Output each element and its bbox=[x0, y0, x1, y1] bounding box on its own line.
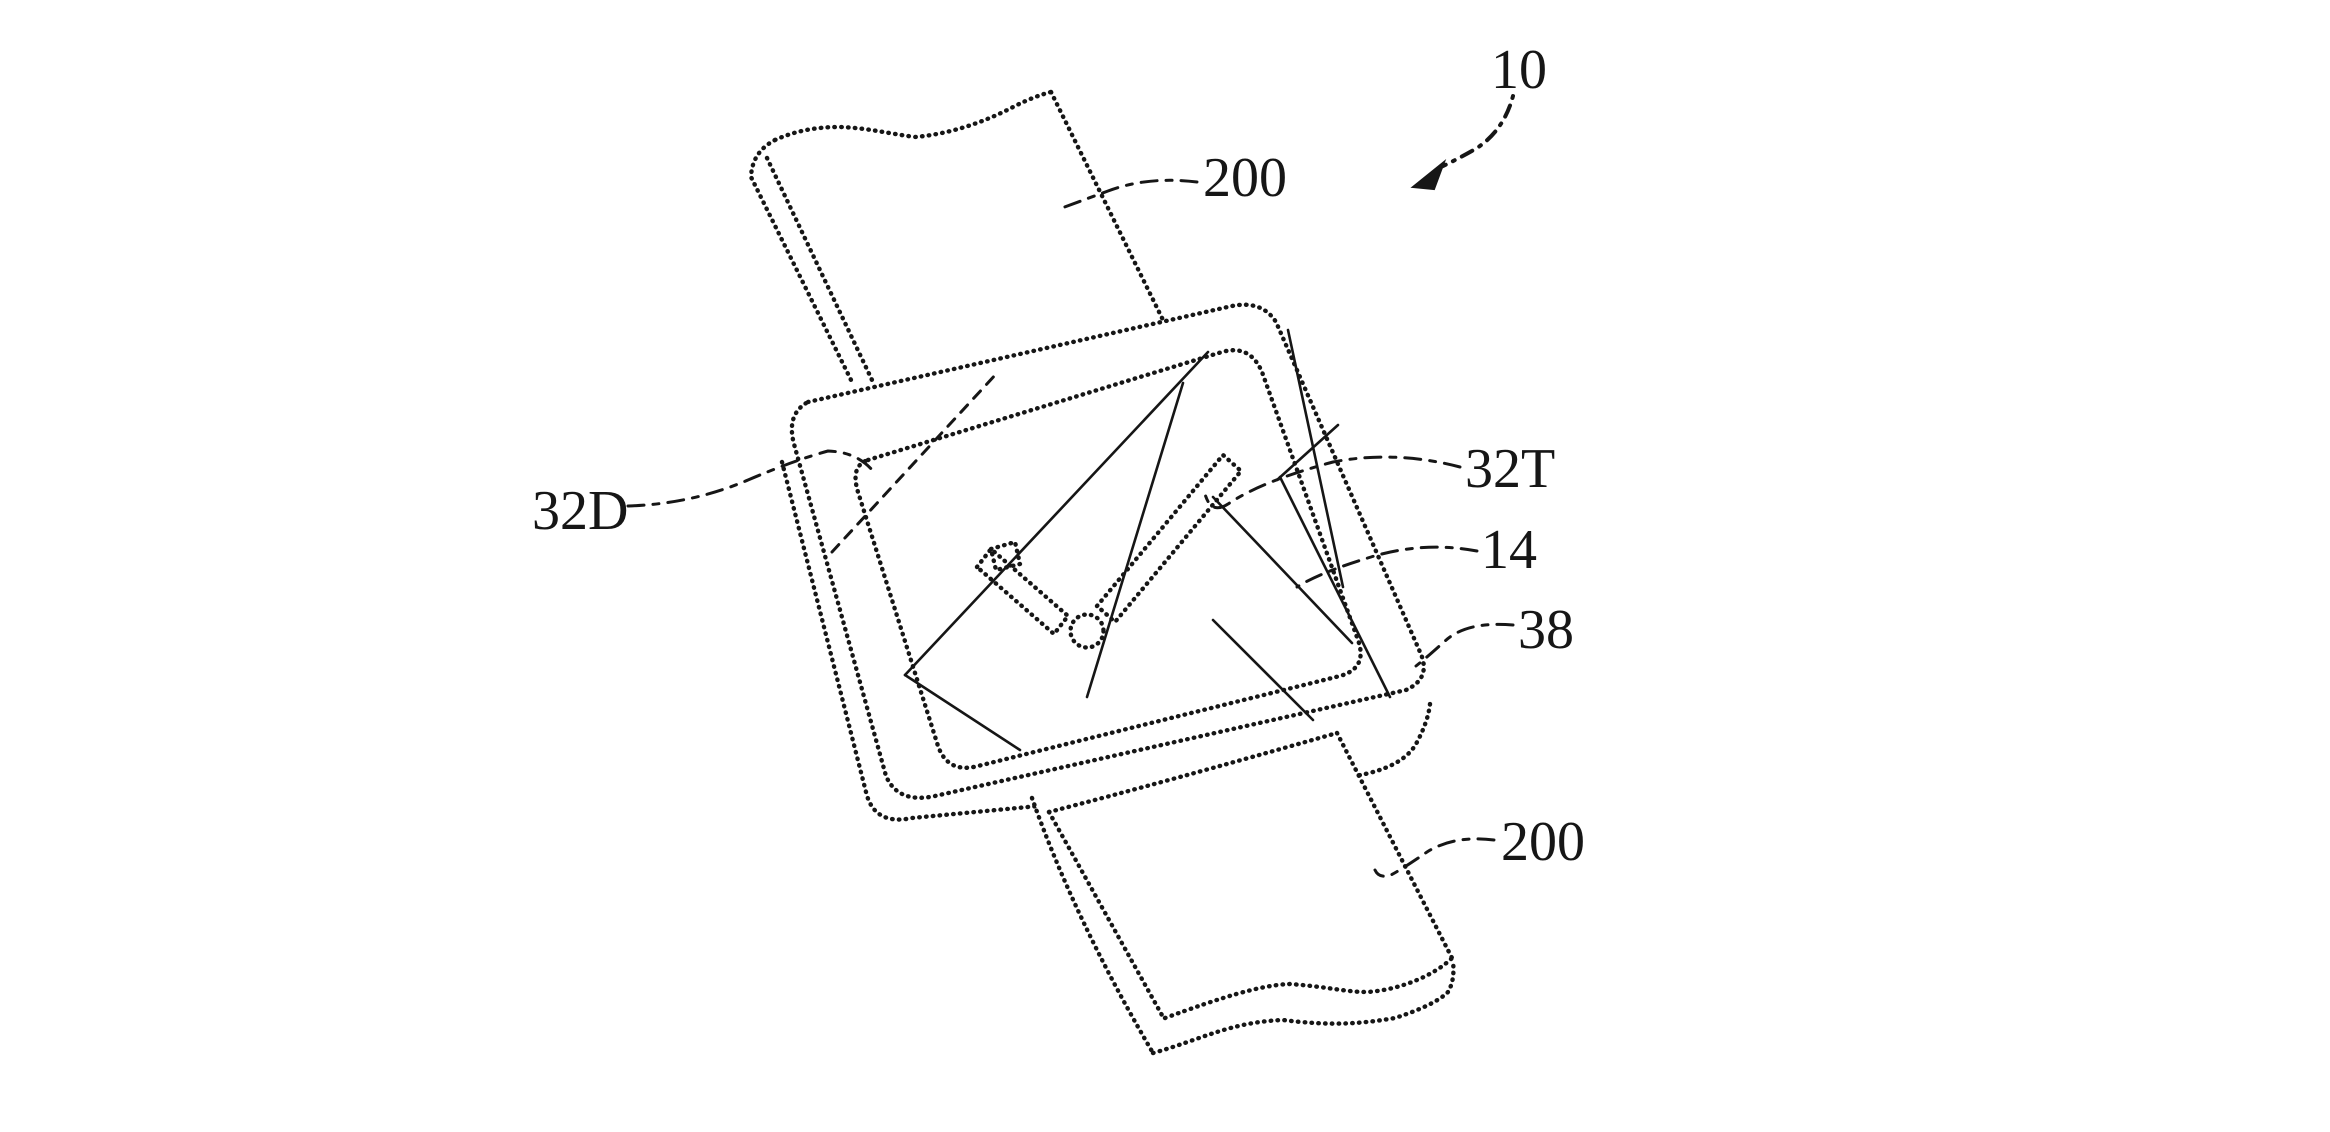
bottom-band-wavy-under-edge bbox=[1150, 959, 1456, 1056]
hour-hand-tab bbox=[988, 539, 1023, 573]
leader-line-32d bbox=[626, 449, 875, 508]
reflection-line-32t bbox=[1211, 495, 1354, 645]
leader-line-38 bbox=[1414, 622, 1515, 668]
bottom-band-right-edge bbox=[1334, 730, 1455, 961]
leader-line-200-bottom bbox=[1373, 837, 1496, 878]
minute-hand bbox=[1094, 452, 1244, 625]
reflection-line-corner-short bbox=[1275, 423, 1340, 482]
reflection-lines bbox=[830, 328, 1392, 752]
reflection-line-corner-long bbox=[1278, 475, 1392, 699]
top-band-face bbox=[751, 92, 1163, 382]
ref-label-32d: 32D bbox=[532, 480, 628, 542]
ref-label-32t: 32T bbox=[1465, 438, 1555, 500]
display-drawing bbox=[853, 348, 1363, 770]
leader-line-14 bbox=[1295, 545, 1479, 589]
bottom-band-face bbox=[1032, 733, 1453, 1053]
reflection-line-center-steep bbox=[1085, 381, 1185, 699]
ref-label-14: 14 bbox=[1481, 519, 1537, 581]
ref-label-200-bottom: 200 bbox=[1501, 811, 1585, 873]
ref-label-38: 38 bbox=[1518, 599, 1574, 661]
top-band-drawing bbox=[748, 89, 1166, 385]
leader-line-200-top bbox=[1060, 178, 1199, 210]
figure-arrow-head-10 bbox=[1410, 158, 1447, 191]
leader-line-32t bbox=[1203, 455, 1462, 510]
top-band-right-edge bbox=[1048, 89, 1166, 323]
top-band-wavy-edge bbox=[772, 89, 1054, 143]
ref-label-10: 10 bbox=[1491, 39, 1547, 101]
display-bezel-opening bbox=[853, 348, 1363, 770]
bottom-band-drawing bbox=[1029, 730, 1456, 1056]
reflection-line-lower-left bbox=[903, 673, 1022, 752]
leader-lines bbox=[626, 94, 1515, 878]
crystal-hidden-line-32d bbox=[830, 371, 999, 554]
reference-labels: 10 200 32D 32T 14 38 200 bbox=[532, 39, 1585, 873]
reflection-line-bottom bbox=[1211, 618, 1315, 722]
case-outer-edge bbox=[789, 302, 1426, 800]
center-pivot-circle bbox=[1068, 612, 1106, 650]
top-band-left-outer-edge bbox=[748, 137, 855, 385]
ref-label-200-top: 200 bbox=[1203, 147, 1287, 209]
case-top-face bbox=[791, 304, 1424, 798]
hour-hand bbox=[974, 546, 1071, 637]
bottom-band-wavy-front-edge bbox=[1162, 955, 1455, 1021]
bottom-band-left-inner-edge bbox=[1046, 809, 1166, 1020]
bottom-band-left-outer-edge bbox=[1029, 795, 1156, 1056]
figure-arrow-shaft-10 bbox=[1439, 94, 1515, 169]
bottom-band-top-edge bbox=[1046, 730, 1340, 815]
top-band-left-inner-edge bbox=[764, 155, 875, 383]
reflection-line-main-diagonal bbox=[903, 350, 1210, 677]
reflection-line-right-steep bbox=[1286, 328, 1345, 589]
watch-hands-drawing bbox=[974, 452, 1244, 650]
